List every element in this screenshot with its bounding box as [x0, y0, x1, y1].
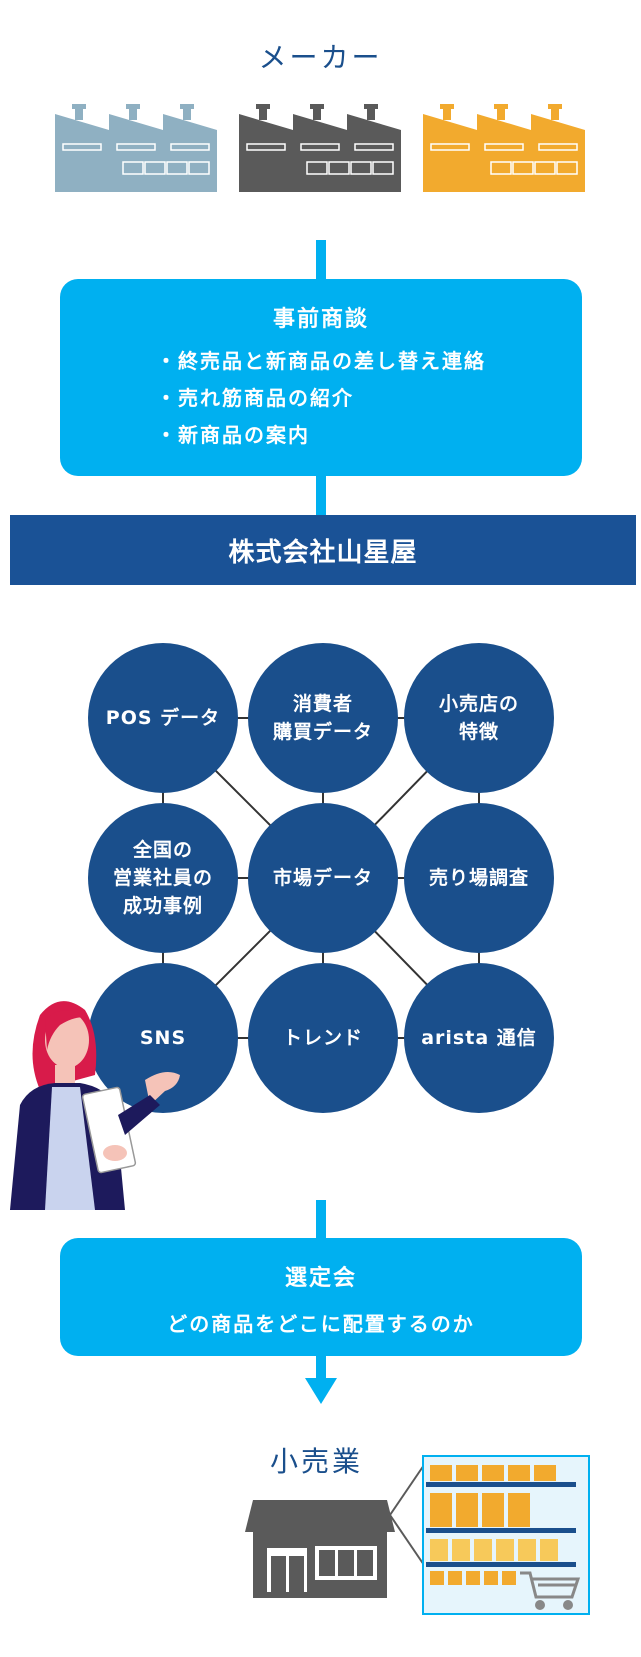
company-name: 株式会社山星屋 — [228, 537, 418, 568]
factory-icon-orange — [423, 104, 585, 192]
connector-line — [316, 1356, 326, 1380]
store-building-icon — [245, 1500, 395, 1598]
presenter-illustration — [10, 1001, 180, 1210]
node-arista-news: arista 通信 — [404, 963, 554, 1113]
pre-negotiation-heading: 事前商談 — [272, 307, 369, 332]
connector-line — [316, 240, 326, 280]
store-shelf-illustration — [422, 1455, 590, 1615]
list-item: ・新商品の案内 — [156, 423, 310, 447]
pre-negotiation-box: 事前商談 ・終売品と新商品の差し替え連絡 ・売れ筋商品の紹介 ・新商品の案内 — [60, 279, 582, 476]
factory-icon-blue — [55, 104, 217, 192]
selection-meeting-heading: 選定会 — [284, 1266, 357, 1291]
factory-icon-gray — [239, 104, 401, 192]
connector-line — [316, 476, 326, 516]
list-item: ・売れ筋商品の紹介 — [156, 386, 354, 410]
arrow-down-icon — [305, 1378, 337, 1404]
factories — [55, 104, 585, 192]
retail-title: 小売業 — [270, 1445, 364, 1478]
callout-lines — [390, 1464, 425, 1566]
node-market-data: 市場データ — [248, 803, 398, 953]
node-trend: トレンド — [248, 963, 398, 1113]
pre-negotiation-list: ・終売品と新商品の差し替え連絡 ・売れ筋商品の紹介 ・新商品の案内 — [156, 343, 486, 454]
selection-meeting-subtitle: どの商品をどこに配置するのか — [167, 1312, 475, 1336]
company-bar: 株式会社山星屋 — [10, 515, 636, 585]
node-store-survey: 売り場調査 — [404, 803, 554, 953]
node-store-features: 小売店の 特徴 — [404, 643, 554, 793]
connector-line — [316, 1200, 326, 1240]
node-pos-data: POS データ — [88, 643, 238, 793]
node-consumer-purchase-data: 消費者 購買データ — [248, 643, 398, 793]
shopping-cart-icon — [520, 1571, 581, 1599]
maker-title: メーカー — [258, 41, 383, 74]
list-item: ・終売品と新商品の差し替え連絡 — [156, 349, 486, 373]
selection-meeting-box: 選定会 どの商品をどこに配置するのか — [60, 1238, 582, 1356]
node-sales-success-cases: 全国の 営業社員の 成功事例 — [88, 803, 238, 953]
